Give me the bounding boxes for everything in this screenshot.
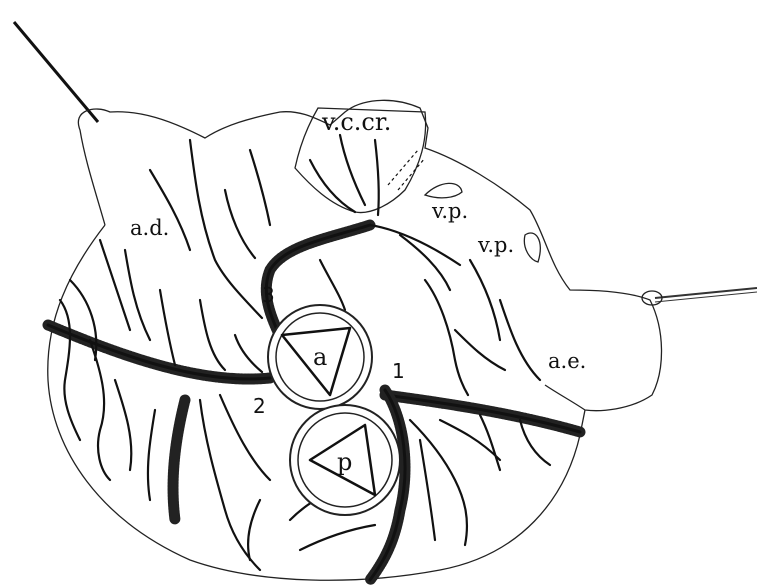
label-number-3: 3 bbox=[262, 283, 275, 307]
label-p: p bbox=[337, 448, 352, 476]
needle-top-left bbox=[14, 22, 98, 122]
label-a: a bbox=[313, 343, 327, 371]
vp1-loop bbox=[425, 183, 462, 197]
label-ae: a.e. bbox=[548, 349, 586, 373]
label-number-1: 1 bbox=[392, 359, 405, 383]
artery-branch-left bbox=[48, 325, 270, 379]
label-vccr: v.c.cr. bbox=[321, 108, 391, 136]
label-vp-1: v.p. bbox=[431, 199, 468, 223]
artery-branch-right bbox=[385, 395, 580, 432]
artery-left-descending bbox=[173, 400, 185, 520]
label-vp-2: v.p. bbox=[477, 233, 514, 257]
label-ad: a.d. bbox=[130, 216, 169, 240]
label-number-2: 2 bbox=[253, 394, 266, 418]
vp2-loop bbox=[524, 233, 540, 262]
